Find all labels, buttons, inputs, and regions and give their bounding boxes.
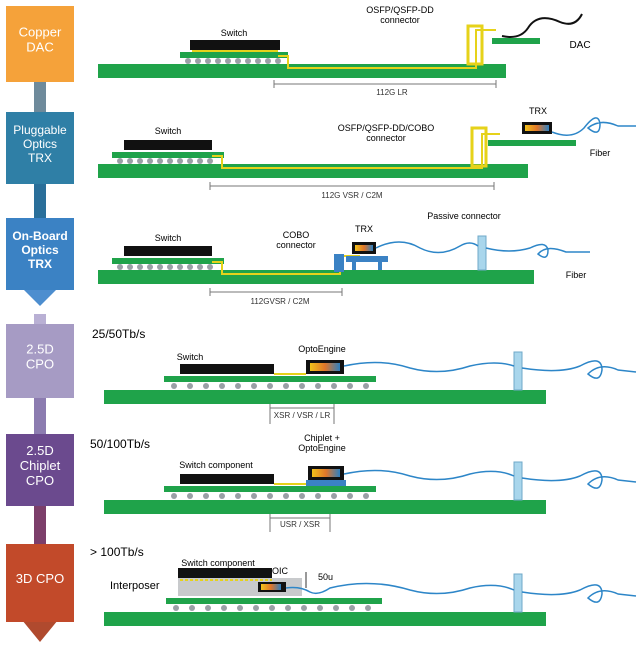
span-label: 112G LR — [376, 88, 408, 97]
module-board — [492, 38, 540, 44]
switch-chip — [190, 40, 280, 50]
solder-balls — [185, 58, 281, 64]
package-substrate — [164, 376, 376, 382]
pcb-board — [98, 164, 528, 178]
passive-connector — [477, 235, 487, 271]
trx-label: TRX — [529, 106, 547, 116]
fiber-label: Fiber — [566, 270, 587, 280]
module-board — [488, 140, 576, 146]
bandwidth-label: > 100Tb/s — [90, 545, 144, 559]
switch-label: Switch — [221, 28, 248, 38]
pcb-board — [104, 500, 546, 514]
optoengine-label: OptoEngine — [298, 344, 346, 354]
row-3d-cpo: > 100Tb/s Switch component Interposer OI… — [90, 545, 637, 626]
fiber — [375, 241, 590, 258]
signal-trace — [212, 133, 500, 169]
switch-chip — [178, 568, 272, 578]
stage-box-copper-dac — [6, 6, 74, 82]
package-substrate — [164, 486, 376, 492]
package-substrate — [112, 258, 224, 264]
cobo-connector — [334, 254, 344, 272]
gap-label: 50u — [318, 572, 333, 582]
pcb-board — [98, 64, 506, 78]
span-label: 112G VSR / C2M — [321, 191, 383, 200]
switch-chip — [180, 474, 274, 484]
pcb-board — [104, 612, 546, 626]
fiber-connector — [513, 573, 523, 613]
row-2-5d-cpo: 25/50Tb/s Switch OptoEngine XSR / VSR / … — [92, 327, 637, 424]
fiber — [343, 360, 637, 379]
span-label: XSR / VSR / LR — [274, 411, 331, 420]
passive-connector-label: Passive connector — [427, 211, 501, 221]
trx-label: TRX — [355, 224, 373, 234]
bandwidth-label: 50/100Tb/s — [90, 437, 150, 451]
switch-chip — [180, 364, 274, 374]
stage-box-2-5d-cpo — [6, 324, 74, 398]
dac-cable — [501, 13, 583, 38]
pcb-board — [98, 270, 534, 284]
stage-box-onboard — [6, 218, 74, 290]
switch-label: Switch — [177, 352, 204, 362]
signal-trace — [278, 29, 496, 69]
fiber — [285, 582, 637, 603]
row-chiplet-cpo: 50/100Tb/s Switch component Chiplet +Opt… — [90, 433, 637, 532]
oic-label: OIC — [272, 566, 289, 576]
fiber-connector — [513, 461, 523, 501]
fiber-label: Fiber — [590, 148, 611, 158]
fiber — [551, 117, 636, 136]
switch-label: Switch — [155, 126, 182, 136]
bandwidth-label: 25/50Tb/s — [92, 327, 145, 341]
optoengine-label: Chiplet +OptoEngine — [298, 433, 346, 453]
switch-label: Switch component — [179, 460, 253, 470]
stage-label-3d-cpo: 3D CPO — [16, 571, 64, 586]
package-substrate — [112, 152, 224, 158]
fiber-connector — [513, 351, 523, 391]
module-board — [346, 256, 388, 262]
switch-chip — [124, 246, 212, 256]
stage-box-pluggable — [6, 112, 74, 184]
fiber — [343, 469, 637, 489]
switch-label: Switch component — [181, 558, 255, 568]
switch-chip — [124, 140, 212, 150]
span-label: 112GVSR / C2M — [251, 297, 310, 306]
package-substrate — [166, 598, 382, 604]
chiplet-base — [306, 480, 346, 486]
pcb-board — [104, 390, 546, 404]
interposer-label: Interposer — [110, 580, 160, 592]
stage-box-chiplet-cpo — [6, 434, 74, 506]
switch-label: Switch — [155, 233, 182, 243]
dac-label: DAC — [569, 40, 590, 51]
connector-cage — [466, 24, 484, 66]
package-substrate — [180, 52, 288, 58]
stage-box-3d-cpo — [6, 544, 74, 622]
connector-cage — [470, 126, 488, 168]
span-label: USR / XSR — [280, 520, 320, 529]
